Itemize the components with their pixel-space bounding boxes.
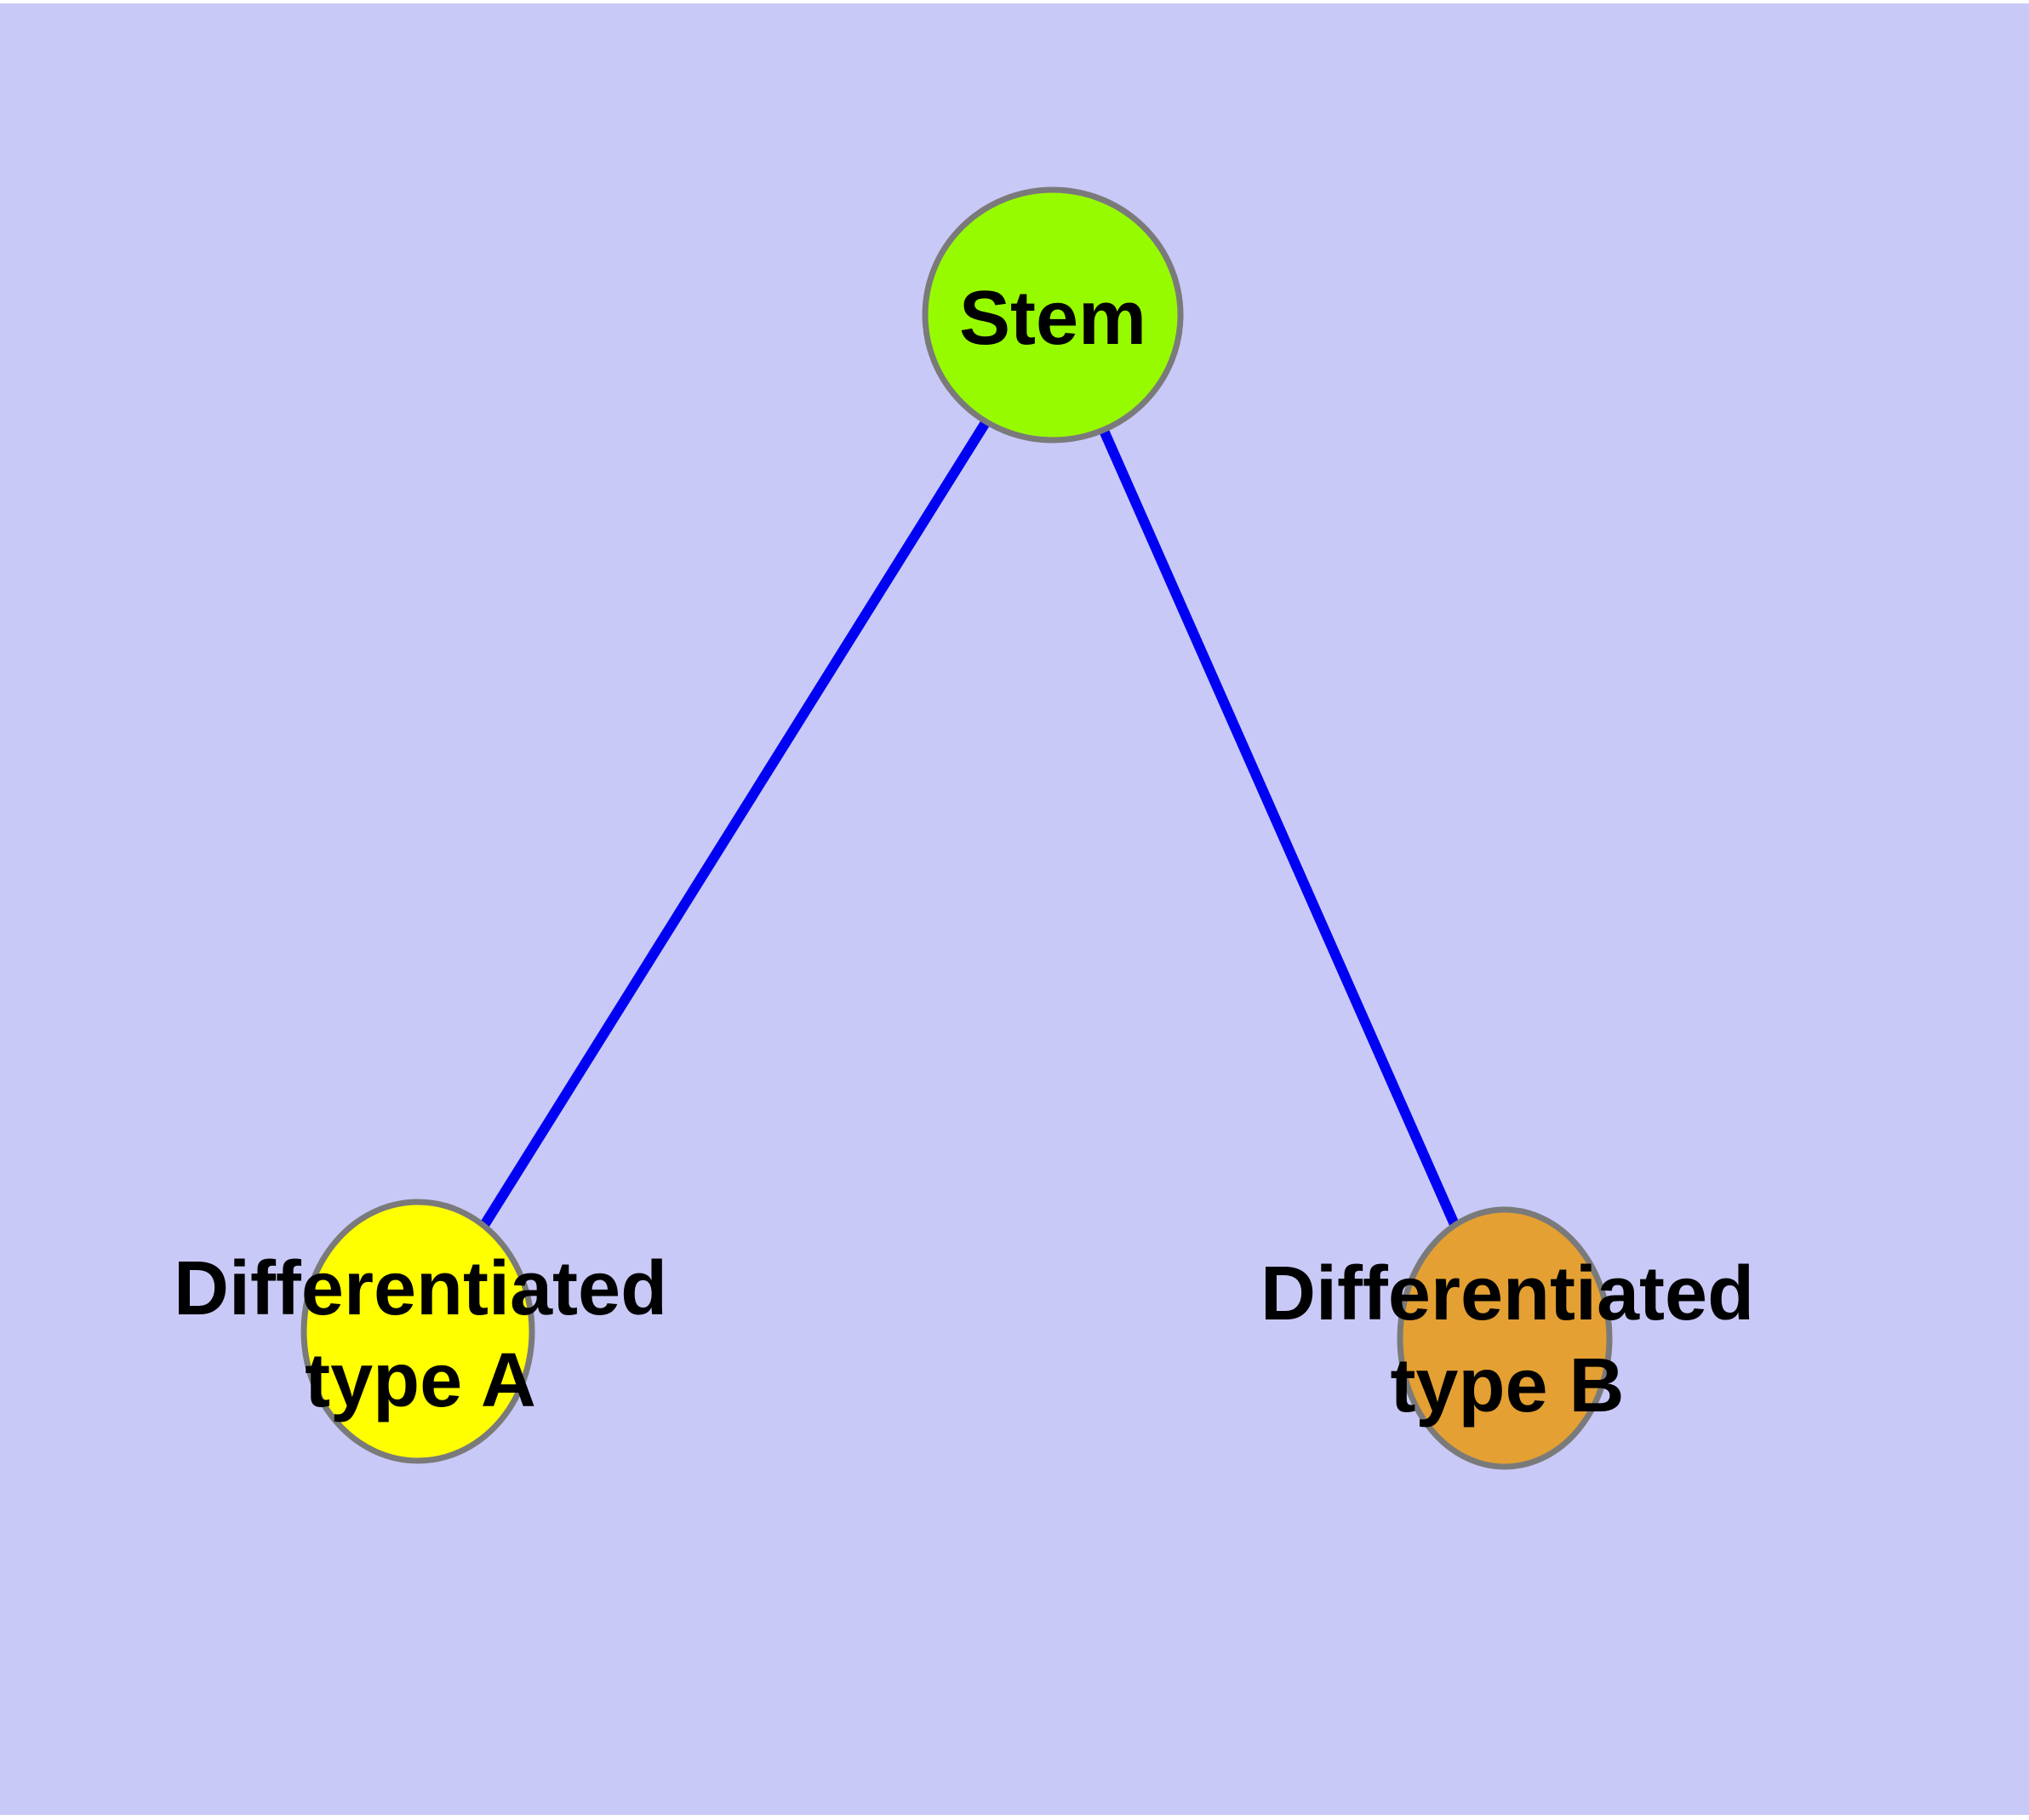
edge-stem-to-type-a	[413, 312, 1058, 1335]
edge-stem-to-type-b	[1048, 312, 1510, 1341]
differentiated-type-a-node	[300, 1199, 535, 1464]
stem-node	[922, 186, 1184, 444]
differentiated-type-b-node	[1397, 1206, 1613, 1470]
